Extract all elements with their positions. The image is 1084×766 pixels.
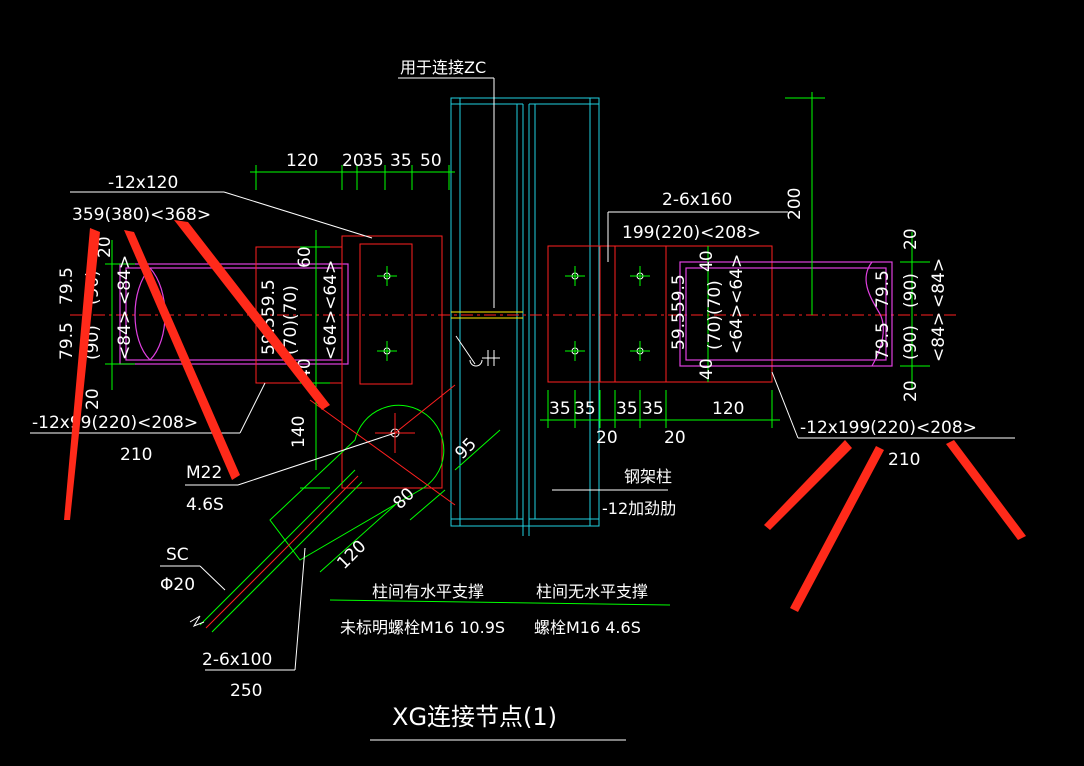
dimension-lines: [105, 92, 930, 606]
right-bottom-dim-35d: 35: [642, 399, 664, 419]
top-dim-35a: 35: [362, 151, 384, 171]
dim-80: 80: [389, 484, 418, 513]
right-vert-84a: <84>: [929, 258, 949, 308]
zc-label: 用于连接ZC: [400, 58, 486, 77]
plate-250a-label: 2-6x100: [202, 650, 272, 670]
bolt-m22-label: M22: [186, 463, 222, 483]
dim-140: 140: [289, 416, 309, 448]
arrow-icon: [764, 440, 852, 530]
right-vert-90a: (90): [901, 273, 921, 308]
bolt-icon: [565, 266, 585, 286]
bolt-icon: [377, 341, 397, 361]
right-bottom-dim-35c: 35: [616, 399, 638, 419]
right-vert-84b: <84>: [929, 312, 949, 362]
dim-120b: 120: [333, 536, 370, 573]
arrow-icon: [64, 228, 100, 520]
bolt-icon: [565, 341, 585, 361]
right-bottom-plate-label: -12x199(220)<208>: [800, 418, 977, 438]
bolt-icon: [377, 266, 397, 286]
stiffener-label: -12加劲肋: [602, 499, 676, 518]
top-dim-50: 50: [420, 151, 442, 171]
right-bottom-dim-35a: 35: [549, 399, 571, 419]
right-vert-20a: 20: [901, 228, 921, 250]
right-dim-40b: 40: [697, 358, 717, 380]
left-dim-20a: 20: [95, 236, 115, 258]
left-vert-84a: <84>: [115, 255, 135, 305]
bolt-icon: [630, 341, 650, 361]
arrow-icon: [790, 446, 884, 612]
arrow-icon: [124, 230, 240, 480]
bolt-spacing-left-c: <64><64>: [321, 260, 341, 360]
left-vert-79-5a: 79.5: [57, 267, 77, 305]
right-vert-20b: 20: [901, 380, 921, 402]
leader-lines: [30, 77, 1015, 741]
dim-95: 95: [451, 434, 480, 463]
top-dim-35b: 35: [390, 151, 412, 171]
note-right-1: 柱间无水平支撑: [536, 582, 648, 601]
plate-left-label: -12x120: [108, 173, 178, 193]
annotations: 用于连接ZC 120 20 35 35 50 -12x120 359(380)<…: [32, 58, 977, 731]
plate-250b-label: 250: [230, 681, 262, 701]
right-210: 210: [888, 450, 920, 470]
bolt-spacing-right-c: <64><64>: [727, 254, 747, 354]
left-210: 210: [120, 445, 152, 465]
dim-60: 60: [295, 246, 315, 268]
left-bottom-plate-label: -12x99(220)<208>: [32, 413, 198, 433]
phi20-label: Φ20: [160, 575, 195, 595]
drawing-title: XG连接节点(1): [392, 703, 557, 731]
right-vert-79-5a: 79.5: [873, 270, 893, 308]
note-left-2: 未标明螺栓M16 10.9S: [340, 618, 505, 637]
bolt-spacing-right-b: (70)(70): [705, 280, 725, 350]
right-member: [547, 245, 893, 383]
left-dim-20b: 20: [83, 388, 103, 410]
left-vert-84b: <84>: [115, 310, 135, 360]
note-left-1: 柱间有水平支撑: [372, 582, 484, 601]
right-bolt-group: [565, 266, 650, 361]
left-vert-79-5b: 79.5: [57, 322, 77, 360]
annotation-arrows: [64, 220, 1026, 612]
right-dim-40a: 40: [697, 250, 717, 272]
right-plate-label: 2-6x160: [662, 190, 732, 210]
sc-label: SC: [166, 545, 189, 565]
right-vert-79-5b: 79.5: [873, 322, 893, 360]
steel-column-label: 钢架柱: [624, 467, 672, 486]
left-lengths-label: 359(380)<368>: [72, 205, 211, 225]
right-bottom-dim-35b: 35: [574, 399, 596, 419]
arrow-icon: [946, 440, 1026, 540]
right-dim-20a: 20: [596, 428, 618, 448]
left-bolt-group: [377, 266, 397, 361]
dim-200: 200: [785, 188, 805, 220]
steel-column: [450, 97, 600, 536]
note-right-2: 螺栓M16 4.6S: [534, 618, 641, 637]
zc-stub: [451, 78, 523, 319]
right-vert-90b: (90): [901, 325, 921, 360]
bolt-spacing-left-b: (70)(70): [281, 285, 301, 355]
bolt-spacing-right: 59.559.5: [669, 274, 689, 350]
right-dim-20b: 20: [664, 428, 686, 448]
weld-symbol: [455, 335, 500, 367]
right-lengths-label: 199(220)<208>: [622, 223, 761, 243]
left-member: [119, 235, 443, 489]
arrow-icon: [174, 220, 330, 410]
top-dim-120: 120: [286, 151, 318, 171]
top-dim-20: 20: [342, 151, 364, 171]
bolt-icon: [630, 266, 650, 286]
right-bottom-dim-120: 120: [712, 399, 744, 419]
bolt-46s-label: 4.6S: [186, 495, 224, 515]
